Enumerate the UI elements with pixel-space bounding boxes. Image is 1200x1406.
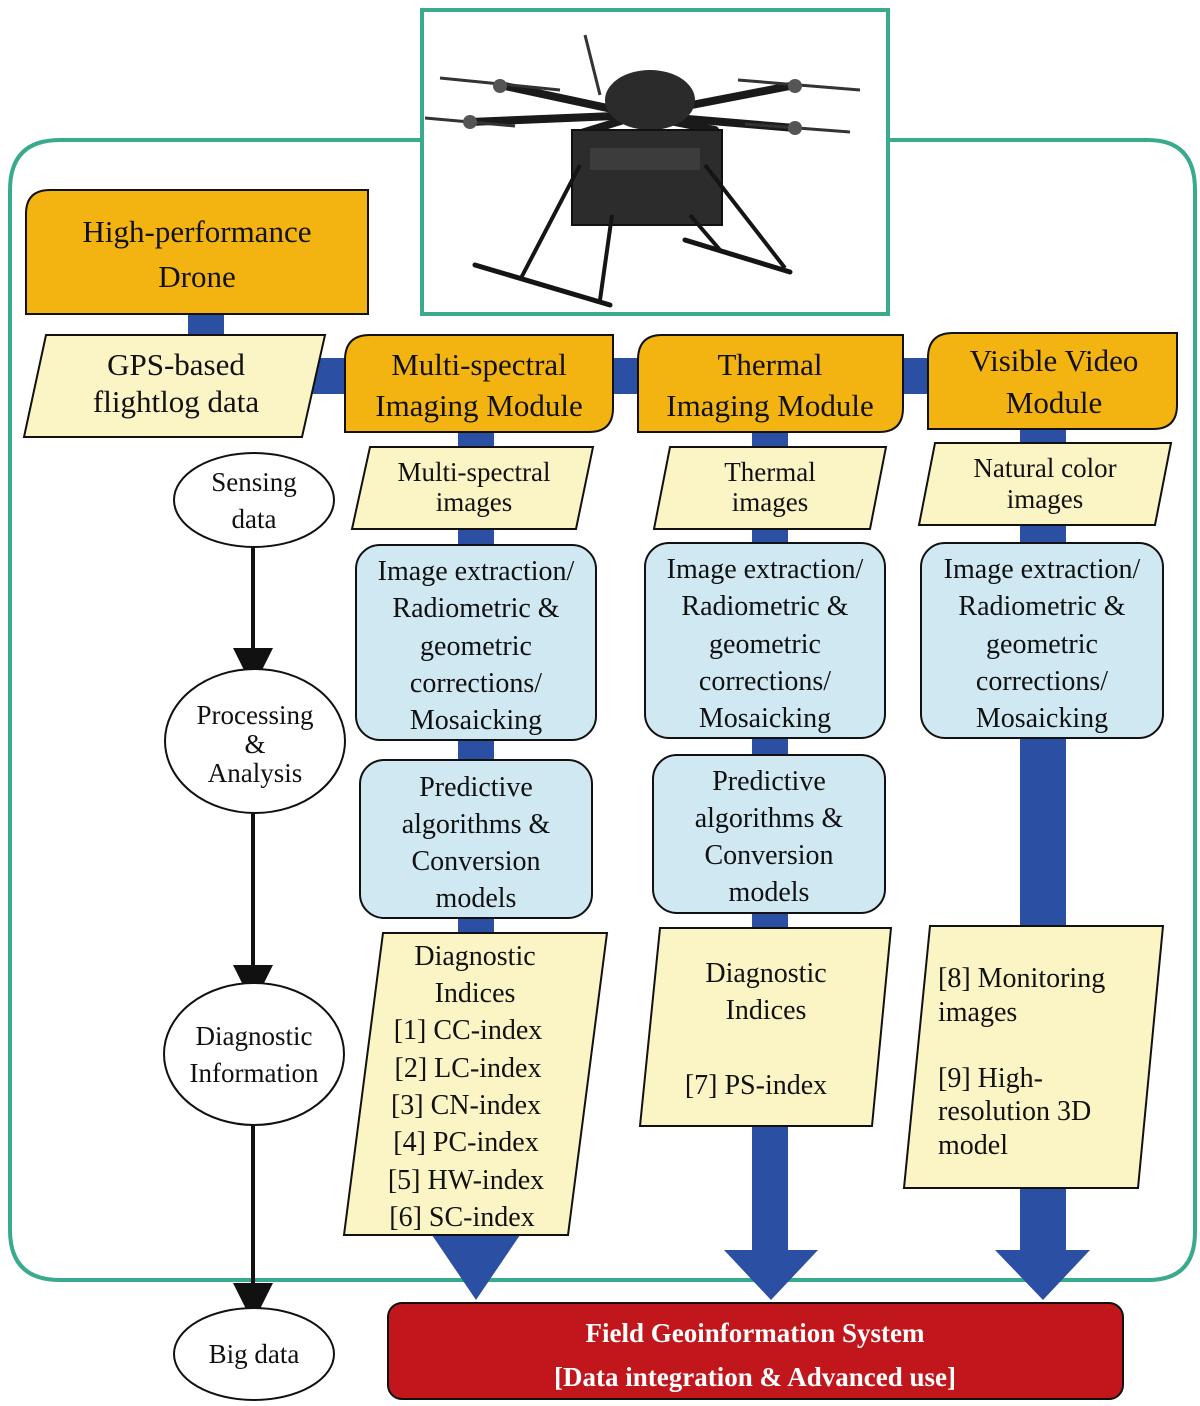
index-pc: [4] PC-index	[393, 1127, 538, 1158]
images-box	[350, 446, 595, 530]
drone-label-line-1: High-performance	[83, 214, 312, 249]
module-title-line-1: Visible Video	[970, 343, 1139, 378]
output-box	[902, 925, 1165, 1189]
hexacopter-drone-icon	[424, 34, 861, 308]
stage-label: data	[232, 504, 277, 534]
processing-label: Radiometric &	[392, 593, 559, 624]
images-label: images	[732, 487, 808, 517]
predictive-label: Predictive	[712, 766, 826, 797]
index-cn: [3] CN-index	[391, 1090, 541, 1121]
output-monitoring: [8] Monitoring	[938, 963, 1105, 994]
output-label: Indices	[435, 978, 516, 1009]
index-hw: [5] HW-index	[388, 1165, 544, 1196]
field-geoinformation-system: Field Geoinformation System [Data integr…	[387, 1302, 1124, 1400]
processing-label: geometric	[986, 629, 1098, 660]
processing-label: Radiometric &	[958, 591, 1125, 622]
processing-label: Image extraction/	[378, 556, 575, 587]
processing-label: corrections/	[410, 668, 542, 699]
output-3d-model: resolution 3D	[938, 1096, 1091, 1127]
drone-node: High-performance Drone	[25, 189, 369, 315]
module-title-line-1: Multi-spectral	[391, 347, 567, 382]
processing-label: Mosaicking	[410, 705, 542, 736]
module-thermal: Thermal Imaging Module Thermal images Im…	[637, 334, 904, 1127]
index-lc: [2] LC-index	[395, 1053, 542, 1084]
output-label: Diagnostic	[414, 941, 535, 972]
processing-label: Mosaicking	[699, 703, 831, 734]
processing-label: Mosaicking	[976, 703, 1108, 734]
predictive-label: Conversion	[411, 846, 540, 877]
module-title-box	[927, 332, 1178, 430]
processing-label: geometric	[420, 631, 532, 662]
output-3d-model: model	[938, 1130, 1008, 1161]
drone-photo	[420, 8, 890, 316]
stage-label: Diagnostic	[196, 1021, 313, 1051]
predictive-label: algorithms &	[402, 809, 551, 840]
stage-diagnostic-information: Diagnostic Information	[163, 982, 345, 1126]
index-ps: [7] PS-index	[685, 1070, 827, 1101]
drone-label-line-2: Drone	[158, 259, 235, 294]
module-title-box	[637, 334, 904, 433]
stage-label: Big data	[209, 1339, 300, 1369]
images-label: Natural color	[973, 453, 1116, 483]
index-cc: [1] CC-index	[394, 1015, 543, 1046]
module-title-line-2: Module	[1006, 385, 1102, 420]
stage-label: Analysis	[208, 758, 303, 788]
images-label: Multi-spectral	[398, 457, 551, 487]
gps-flightlog-node: GPS-based flightlog data	[22, 334, 327, 438]
images-label: images	[1007, 484, 1083, 514]
system-title: Field Geoinformation System	[586, 1318, 925, 1348]
gps-label-line-1: GPS-based	[107, 347, 245, 382]
predictive-label: algorithms &	[695, 803, 844, 834]
predictive-label: models	[436, 883, 517, 914]
module-title-line-1: Thermal	[717, 347, 822, 382]
stage-big-data: Big data	[173, 1307, 335, 1401]
processing-box	[920, 542, 1164, 739]
system-subtitle: [Data integration & Advanced use]	[554, 1362, 956, 1392]
module-title-box	[344, 334, 614, 433]
predictive-label: Predictive	[419, 772, 533, 803]
processing-box	[355, 544, 597, 741]
index-sc: [6] SC-index	[389, 1202, 534, 1233]
processing-label: geometric	[709, 629, 821, 660]
system-frame	[8, 138, 1197, 1282]
output-label: Diagnostic	[705, 958, 826, 989]
stage-label: Information	[190, 1058, 319, 1088]
module-title-line-2: Imaging Module	[375, 388, 583, 423]
arrowhead-col2	[724, 1250, 818, 1300]
processing-label: Radiometric &	[681, 591, 848, 622]
images-label: Thermal	[724, 457, 815, 487]
processing-label: corrections/	[699, 666, 831, 697]
predictive-label: Conversion	[704, 840, 833, 871]
images-box	[917, 442, 1173, 526]
output-monitoring: images	[938, 997, 1017, 1028]
stage-sensing-data: Sensing data	[173, 452, 335, 548]
processing-label: Image extraction/	[667, 554, 864, 585]
arrowhead-col3	[995, 1250, 1090, 1300]
images-label: images	[436, 487, 512, 517]
output-label: Indices	[726, 995, 807, 1026]
arrowhead-col1	[432, 1235, 520, 1300]
stage-label: &	[244, 729, 265, 759]
module-visible-video: Visible Video Module Natural color image…	[902, 332, 1178, 1189]
predictive-box	[359, 759, 593, 919]
module-title-line-2: Imaging Module	[666, 388, 874, 423]
predictive-label: models	[729, 877, 810, 908]
processing-label: corrections/	[976, 666, 1108, 697]
predictive-box	[652, 754, 886, 914]
gps-label-line-2: flightlog data	[93, 384, 259, 419]
stage-label: Processing	[197, 700, 314, 730]
module-multispectral: Multi-spectral Imaging Module Multi-spec…	[342, 334, 614, 1236]
processing-box	[644, 542, 886, 739]
stage-processing-analysis: Processing & Analysis	[164, 668, 346, 814]
stage-label: Sensing	[211, 467, 297, 497]
output-box	[638, 927, 893, 1127]
output-box	[342, 932, 609, 1236]
stage-column: Sensing data Processing & Analysis Diagn…	[163, 452, 346, 1401]
processing-label: Image extraction/	[944, 554, 1141, 585]
images-box	[652, 446, 888, 530]
output-3d-model: [9] High-	[938, 1063, 1043, 1094]
